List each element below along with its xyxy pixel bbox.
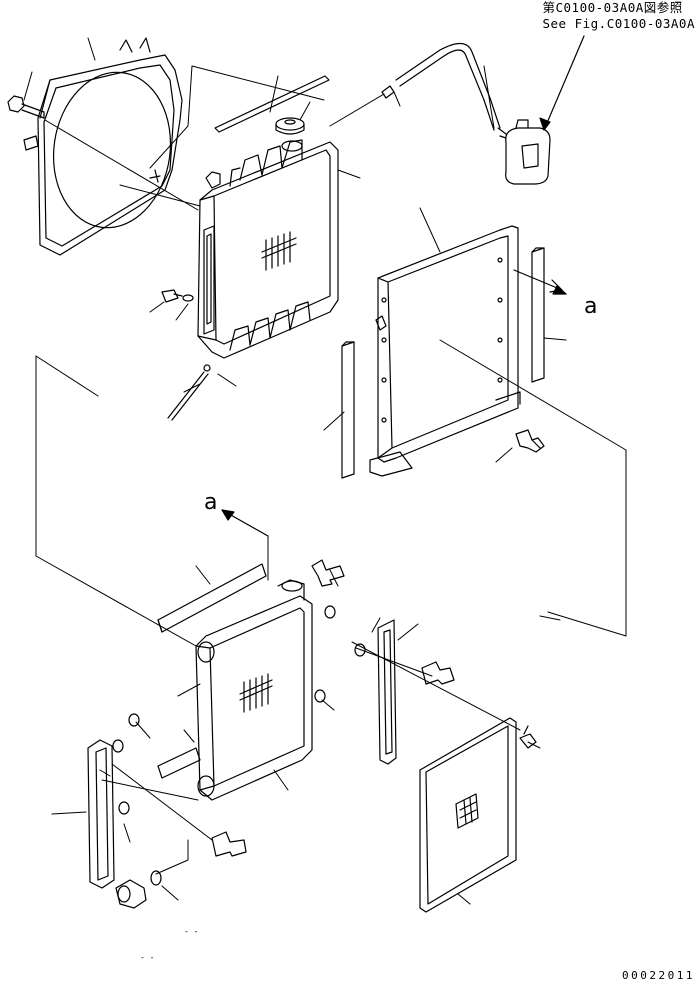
screen <box>419 717 517 913</box>
view-label-lower: a <box>204 490 218 515</box>
o-ring <box>150 870 162 886</box>
frame-bolt <box>515 429 545 453</box>
view-label-upper: a <box>584 294 598 319</box>
cooler-bolt-upper <box>311 559 345 587</box>
cooler-bolt-lower <box>211 831 247 857</box>
screen-clip <box>519 725 537 749</box>
connector-elbow <box>115 879 147 909</box>
bracket-left <box>87 739 115 889</box>
view-arrow-upper <box>513 269 567 295</box>
drawing-number: 00022011 <box>622 969 695 982</box>
oil-cooler <box>195 579 313 801</box>
cooler-seal-lower <box>157 747 201 779</box>
reference-note: 第C0100-03A0A図参照 See Fig.C0100-03A0A <box>543 0 696 32</box>
cooler-washers-left <box>112 713 140 815</box>
cooler-seal-upper <box>157 563 267 633</box>
fan-shroud <box>23 37 183 256</box>
seal-strip-top <box>214 75 330 133</box>
view-arrow-lower <box>221 509 269 537</box>
support-frame <box>369 225 521 477</box>
bottom-mark-2: - - <box>140 953 155 962</box>
drain-hose <box>167 364 211 421</box>
radiator <box>197 139 339 359</box>
overflow-hose <box>381 42 501 131</box>
reference-note-english: See Fig.C0100-03A0A <box>542 16 695 31</box>
shroud-bolt <box>7 95 45 119</box>
reference-note-japanese: 第C0100-03A0A図参照 <box>542 0 683 15</box>
frame-seal-left <box>341 341 355 479</box>
reserve-tank <box>497 119 551 185</box>
frame-seal-right <box>531 247 545 383</box>
drain-cock <box>161 289 194 303</box>
leader-lines <box>23 37 627 905</box>
radiator-cap <box>275 117 305 135</box>
reference-arrow <box>539 35 585 131</box>
cooler-washers-right <box>314 605 366 703</box>
bottom-mark-1: - - <box>184 927 199 936</box>
bracket-right <box>377 619 397 765</box>
